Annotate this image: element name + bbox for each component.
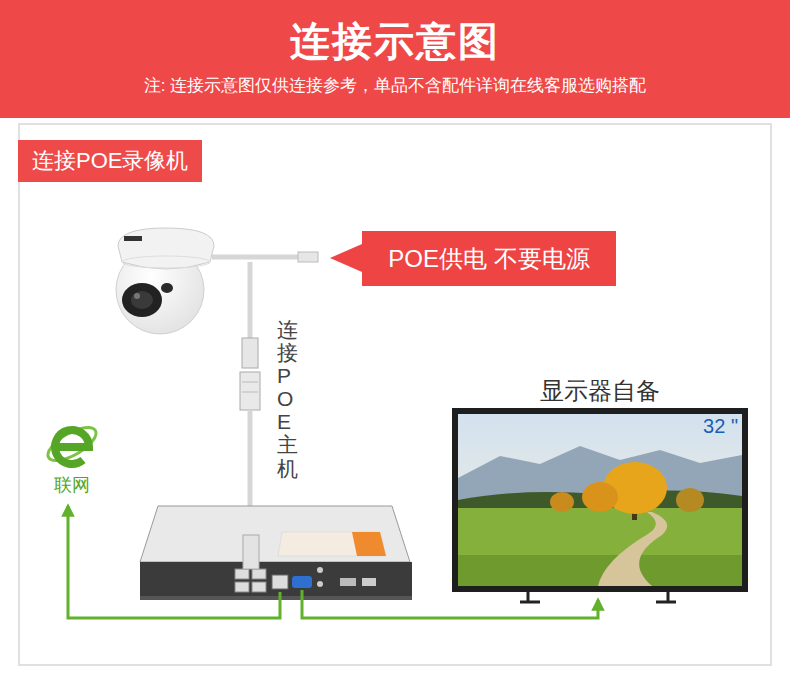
monitor: 显示器自备 32 "	[448, 376, 752, 604]
monitor-screen	[598, 512, 667, 586]
page-title: 连接示意图	[0, 0, 790, 66]
monitor-screen	[458, 414, 742, 586]
monitor-heading: 显示器自备	[448, 376, 752, 406]
poe-cable	[212, 255, 300, 260]
nvr-recorder	[252, 582, 266, 592]
nvr-recorder	[140, 596, 412, 600]
monitor-screen	[458, 414, 742, 586]
nvr-recorder	[235, 582, 249, 592]
internet-icon	[43, 421, 101, 467]
internet-icon	[43, 421, 101, 467]
note-holder: 注: 连接示意图仅供连接参考，单品不含配件详询在线客服选购搭配	[0, 74, 790, 98]
callout-pointer	[330, 244, 362, 272]
monitor-screen	[582, 482, 618, 512]
poe-cable	[240, 372, 260, 410]
network-arrow	[68, 506, 280, 618]
dome-camera	[116, 228, 214, 334]
internet-icon	[55, 430, 89, 464]
nvr-recorder	[235, 569, 249, 579]
cable-label: 连接POE主机	[277, 318, 298, 480]
video-arrow	[302, 590, 598, 618]
note-text: 注: 连接示意图仅供连接参考，单品不含配件详询在线客服选购搭配	[0, 74, 790, 98]
poe-cable	[298, 252, 318, 262]
nvr-recorder	[140, 562, 412, 600]
nvr-recorder	[362, 578, 376, 586]
nvr-recorder	[340, 578, 356, 586]
network-icon: 联网	[38, 420, 106, 500]
nvr-recorder	[252, 569, 266, 579]
dome-camera	[161, 283, 173, 293]
monitor-screen	[550, 492, 574, 512]
section-panel: 连接POE录像机 POE供电 不要电源联网 显示器自备 32 "	[18, 123, 772, 666]
nvr-recorder	[292, 576, 312, 588]
monitor-screen	[452, 408, 748, 602]
network-arrow	[68, 506, 280, 618]
nvr-recorder	[317, 567, 323, 573]
size-label: 32 "	[448, 414, 752, 438]
dome-camera	[118, 228, 214, 269]
dome-camera	[122, 283, 162, 317]
callout-box: POE供电 不要电源	[362, 231, 616, 286]
title-holder: 连接示意图	[0, 0, 790, 66]
poe-cable	[248, 262, 253, 338]
callout-pointer	[330, 244, 362, 272]
cable-label-holder: 连接POE主机	[277, 318, 301, 480]
nvr-recorder	[272, 575, 288, 589]
header-band: 连接示意图 注: 连接示意图仅供连接参考，单品不含配件详询在线客服选购搭配	[0, 0, 790, 118]
dome-camera	[134, 293, 140, 299]
nvr-recorder	[278, 532, 386, 556]
dome-camera	[124, 236, 142, 241]
section-tab: 连接POE录像机	[18, 140, 202, 182]
dome-camera	[131, 291, 153, 309]
monitor-screen	[676, 488, 704, 512]
video-arrow	[302, 590, 598, 618]
nvr-recorder	[243, 535, 259, 569]
monitor-screen	[458, 508, 742, 586]
poe-cable	[242, 392, 258, 393]
poe-cable	[242, 382, 258, 383]
callout-text: POE供电 不要电源	[388, 243, 589, 275]
dome-camera	[122, 256, 210, 268]
nvr-recorder	[140, 506, 412, 600]
nvr-recorder	[317, 581, 323, 587]
nvr-recorder	[352, 532, 386, 556]
nvr-recorder	[140, 506, 410, 562]
network-label: 联网	[38, 474, 106, 496]
poe-cable	[212, 252, 318, 536]
poe-cable	[242, 338, 258, 368]
